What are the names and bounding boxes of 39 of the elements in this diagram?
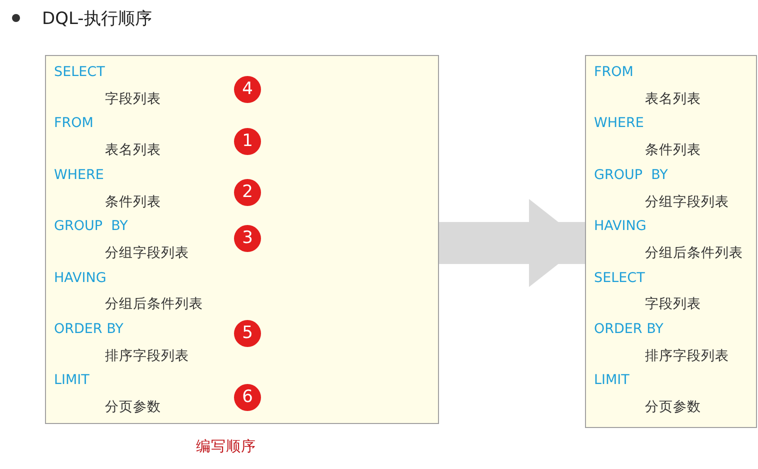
- step-number: 6: [234, 384, 261, 411]
- clause-text: 条件列表: [105, 192, 161, 210]
- clause-text: 分组后条件列表: [645, 244, 743, 262]
- clause-text: 分页参数: [645, 398, 701, 416]
- clause-text: 表名列表: [645, 90, 701, 108]
- step-number: 4: [234, 76, 261, 103]
- sql-keyword: ORDER BY: [594, 321, 664, 337]
- sql-keyword: ORDER BY: [54, 321, 124, 337]
- block-arrow: [439, 199, 585, 287]
- sql-keyword: HAVING: [594, 218, 646, 234]
- sql-keyword: WHERE: [54, 166, 104, 183]
- step-number: 2: [234, 179, 261, 206]
- clause-text: 条件列表: [645, 141, 701, 160]
- clause-text: 分组字段列表: [105, 244, 189, 262]
- clause-text: 分组字段列表: [645, 192, 729, 210]
- clause-text: 排序字段列表: [645, 346, 729, 365]
- step-number: 5: [234, 320, 261, 347]
- sql-keyword: FROM: [54, 115, 94, 132]
- sql-keyword: HAVING: [54, 270, 106, 286]
- clause-text: 分组后条件列表: [105, 295, 203, 314]
- clause-text: 字段列表: [645, 295, 701, 314]
- panel-label: 编写顺序: [196, 438, 256, 456]
- slide-title: DQL-执行顺序: [42, 8, 152, 30]
- sql-clause-panel: [45, 55, 439, 424]
- step-number: 1: [234, 128, 261, 155]
- sql-keyword: GROUP BY: [594, 166, 668, 183]
- sql-keyword: LIMIT: [594, 372, 630, 388]
- step-number: 3: [234, 225, 261, 252]
- sql-keyword: FROM: [594, 64, 634, 80]
- sql-keyword: SELECT: [594, 270, 645, 286]
- sql-keyword: LIMIT: [54, 372, 90, 388]
- clause-text: 分页参数: [105, 398, 161, 416]
- clause-text: 排序字段列表: [105, 346, 189, 365]
- sql-keyword: GROUP BY: [54, 218, 128, 234]
- clause-text: 字段列表: [105, 90, 161, 108]
- sql-keyword: SELECT: [54, 64, 105, 80]
- clause-text: 表名列表: [105, 141, 161, 160]
- sql-clause-panel: [585, 55, 757, 428]
- sql-keyword: WHERE: [594, 115, 644, 132]
